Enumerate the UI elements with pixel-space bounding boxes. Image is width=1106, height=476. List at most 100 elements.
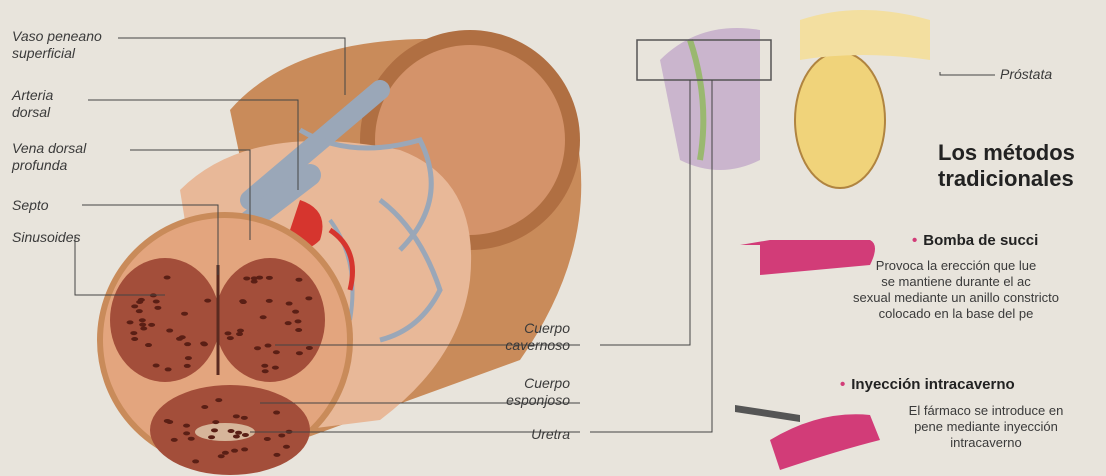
- method-1-title: • Bomba de succi: [912, 232, 1038, 249]
- method-2-description: El fármaco se introduce en pene mediante…: [866, 403, 1106, 451]
- sinusoid-dot: [278, 433, 285, 437]
- sinusoid-dot: [218, 454, 225, 458]
- sinusoid-dot: [183, 431, 190, 435]
- sinusoid-dot: [208, 435, 215, 439]
- sinusoid-dot: [295, 319, 302, 323]
- sinusoid-dot: [241, 447, 248, 451]
- injection-penis-icon: [770, 414, 880, 470]
- sinusoid-dot: [131, 304, 138, 308]
- sinusoid-dot: [211, 428, 218, 432]
- sinusoid-dot: [201, 342, 208, 346]
- methods-heading: Los métodos tradicionales: [938, 140, 1075, 192]
- method-2-title: • Inyección intracaverno: [840, 376, 1015, 393]
- sinusoid-dot: [266, 276, 273, 280]
- sinusoid-dot: [139, 318, 146, 322]
- label-vaso-peneano: Vaso peneano superficial: [12, 28, 102, 62]
- sinusoid-dot: [239, 299, 246, 303]
- sinusoid-dot: [227, 336, 234, 340]
- sinusoid-dot: [262, 369, 269, 373]
- sinusoid-dot: [154, 306, 161, 310]
- sinusoid-dot: [131, 337, 138, 341]
- sinusoid-dot: [266, 299, 273, 303]
- sinusoid-dot: [183, 424, 190, 428]
- sinusoid-dot: [201, 405, 208, 409]
- sinusoid-dot: [130, 331, 137, 335]
- sinusoid-dot: [224, 331, 231, 335]
- sinusoid-dot: [273, 411, 280, 415]
- sinusoid-dot: [242, 433, 249, 437]
- sinusoid-dot: [165, 367, 172, 371]
- sinusoid-dot: [283, 445, 290, 449]
- sinusoid-dot: [204, 299, 211, 303]
- sinusoid-dot: [192, 459, 199, 463]
- sinusoid-dot: [176, 337, 183, 341]
- sinusoid-dot: [127, 320, 134, 324]
- sinusoid-dot: [295, 278, 302, 282]
- sinusoid-dot: [171, 438, 178, 442]
- sinusoid-dot: [264, 437, 271, 441]
- sinusoid-dot: [215, 398, 222, 402]
- leader-prostata: [940, 72, 995, 75]
- sinusoid-dot: [139, 323, 146, 327]
- sinusoid-dot: [145, 343, 152, 347]
- sinusoid-dot: [256, 276, 263, 280]
- sinusoid-dot: [292, 310, 299, 314]
- sinusoid-dot: [166, 329, 173, 333]
- method-2-title-text: Inyección intracaverno: [851, 376, 1014, 393]
- sinusoid-dot: [273, 453, 280, 457]
- sinusoid-dot: [181, 312, 188, 316]
- sinusoid-dot: [185, 356, 192, 360]
- sinusoid-dot: [228, 429, 235, 433]
- label-cuerpo-cavernoso: Cuerpo cavernoso: [480, 320, 570, 354]
- sinusoid-dot: [153, 300, 160, 304]
- label-uretra: Uretra: [480, 426, 570, 443]
- label-cuerpo-esponjoso: Cuerpo esponjoso: [480, 375, 570, 409]
- sinusoid-dot: [305, 296, 312, 300]
- sinusoid-dot: [237, 329, 244, 333]
- sinusoid-dot: [254, 346, 261, 350]
- sinusoid-dot: [306, 346, 313, 350]
- sinusoid-dot: [148, 323, 155, 327]
- label-prostata: Próstata: [1000, 66, 1052, 83]
- sinusoid-dot: [164, 275, 171, 279]
- sinusoid-dot: [285, 321, 292, 325]
- sinusoid-dot: [295, 328, 302, 332]
- bullet-icon: •: [840, 376, 845, 393]
- sinusoid-dot: [164, 419, 171, 423]
- sinusoid-dot: [243, 276, 250, 280]
- sinusoid-dot: [138, 298, 145, 302]
- sinusoid-dot: [233, 434, 240, 438]
- sinusoid-dot: [273, 350, 280, 354]
- sinusoid-dot: [140, 327, 147, 331]
- sinusoid-dot: [233, 414, 240, 418]
- bladder-outline: [800, 10, 930, 60]
- sinusoid-dot: [236, 332, 243, 336]
- sinusoid-dot: [235, 431, 242, 435]
- method-1-title-text: Bomba de succi: [923, 232, 1038, 249]
- label-septo: Septo: [12, 197, 49, 214]
- sinusoid-dot: [286, 302, 293, 306]
- urethra: [195, 423, 255, 441]
- label-sinusoides: Sinusoides: [12, 229, 81, 246]
- sinusoid-dot: [222, 451, 229, 455]
- sinusoid-dot: [184, 342, 191, 346]
- sinusoid-dot: [260, 315, 267, 319]
- sinusoid-dot: [136, 309, 143, 313]
- sinusoid-dot: [261, 364, 268, 368]
- label-arteria-dorsal: Arteria dorsal: [12, 87, 53, 121]
- sinusoid-dot: [153, 363, 160, 367]
- sinusoid-dot: [188, 437, 195, 441]
- prostate-shape: [795, 52, 885, 188]
- sinusoid-dot: [184, 364, 191, 368]
- syringe-icon: [735, 405, 800, 422]
- label-vena-dorsal: Vena dorsal profunda: [12, 140, 86, 174]
- sinusoid-dot: [264, 344, 271, 348]
- sinusoid-dot: [212, 420, 219, 424]
- sinusoid-dot: [231, 449, 238, 453]
- method-1-description: Provoca la erección que lue se mantiene …: [806, 258, 1106, 322]
- sinusoid-dot: [296, 351, 303, 355]
- bullet-icon: •: [912, 232, 917, 249]
- penis-side-outline: [660, 28, 760, 170]
- sinusoid-dot: [272, 366, 279, 370]
